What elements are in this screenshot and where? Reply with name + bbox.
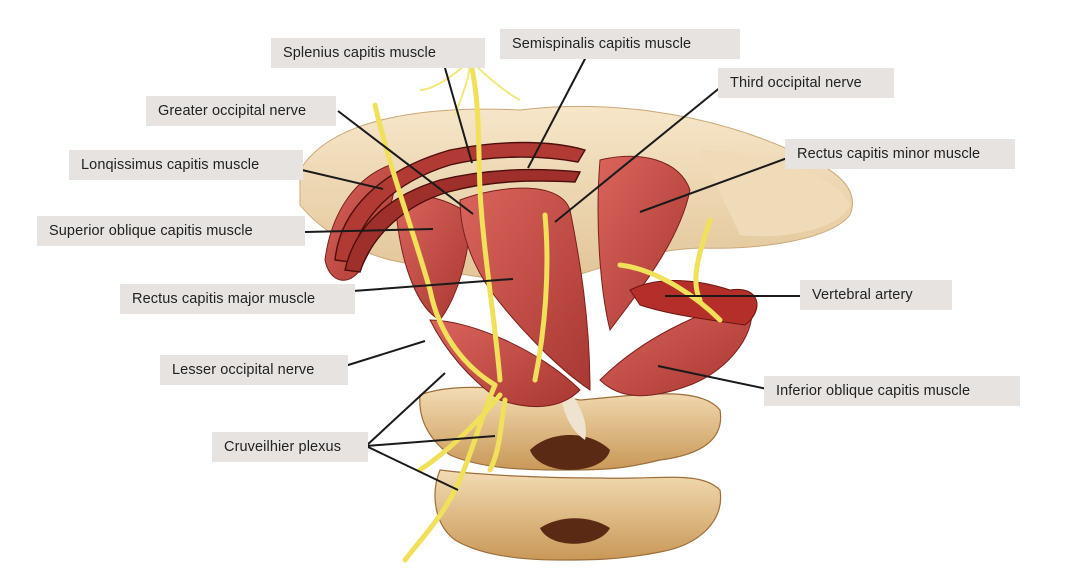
label-lesser-occipital-nerve: Lesser occipital nerve bbox=[160, 355, 348, 385]
label-longissimus-capitis: Lonqissimus capitis muscle bbox=[69, 150, 303, 180]
label-semispinalis-capitis: Semispinalis capitis muscle bbox=[500, 29, 740, 59]
leader-lines bbox=[301, 56, 800, 491]
superior-oblique-shape bbox=[394, 195, 471, 321]
label-third-occipital-nerve: Third occipital nerve bbox=[718, 68, 894, 98]
inferior-oblique-right bbox=[599, 299, 753, 397]
vertebral-artery-shape bbox=[629, 280, 758, 326]
rectus-major-shape bbox=[459, 187, 591, 391]
label-greater-occipital-nerve: Greater occipital nerve bbox=[146, 96, 336, 126]
mastoid-right bbox=[700, 150, 850, 237]
axis-vertebra bbox=[434, 469, 722, 561]
label-vertebral-artery: Vertebral artery bbox=[800, 280, 952, 310]
label-rectus-capitis-major: Rectus capitis major muscle bbox=[120, 284, 355, 314]
label-rectus-capitis-minor: Rectus capitis minor muscle bbox=[785, 139, 1015, 169]
inferior-oblique-left bbox=[429, 319, 581, 408]
nerve-fibers bbox=[419, 59, 521, 116]
label-splenius-capitis: Splenius capitis muscle bbox=[271, 38, 485, 68]
vertebral-foramen-2 bbox=[540, 518, 610, 544]
nerves bbox=[372, 57, 723, 563]
label-inferior-oblique-capitis: Inferior oblique capitis muscle bbox=[764, 376, 1020, 406]
rectus-minor-shape bbox=[597, 155, 691, 332]
label-cruveilhier-plexus: Cruveilhier plexus bbox=[212, 432, 368, 462]
label-superior-oblique-capitis: Superior oblique capitis muscle bbox=[37, 216, 305, 246]
vertebral-foramen-1 bbox=[530, 435, 610, 470]
